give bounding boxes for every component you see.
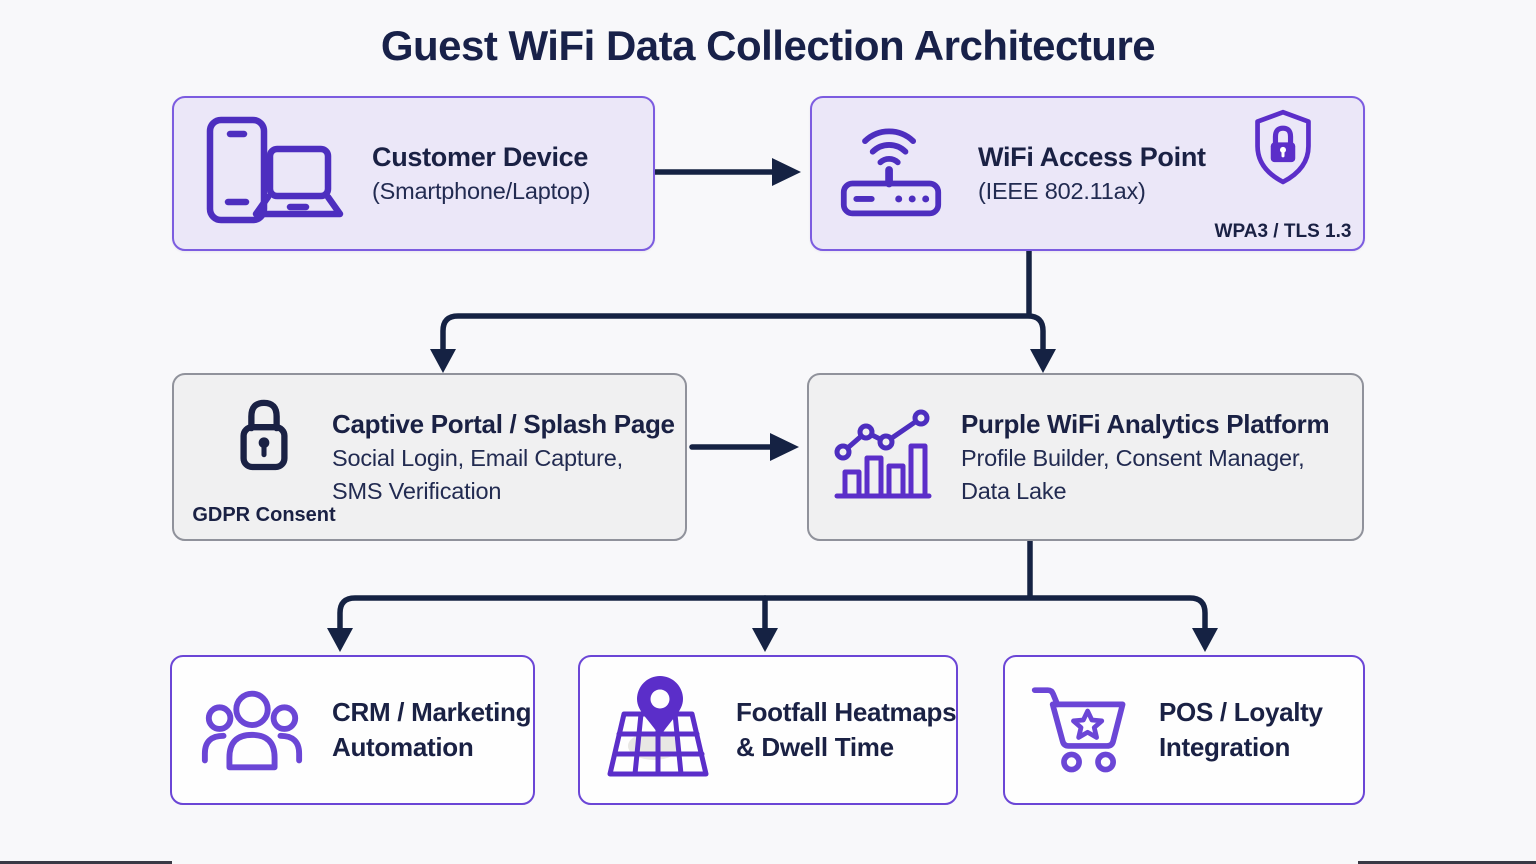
node-title-line1: CRM / Marketing [332, 696, 532, 727]
node-title-line2: Integration [1159, 732, 1291, 762]
padlock-icon [230, 391, 298, 480]
security-badge-label: WPA3 / TLS 1.3 [1214, 221, 1352, 242]
node-customer-device: Customer Device (Smartphone/Laptop) [172, 96, 655, 251]
node-title-line1: Footfall Heatmaps [736, 696, 957, 727]
node-footfall-heatmaps: Footfall Heatmaps & Dwell Time [578, 655, 958, 805]
wifi-router-icon [838, 120, 944, 227]
node-wifi-access-point: WiFi Access Point (IEEE 802.11ax) WPA3 /… [810, 96, 1365, 251]
node-title-line2: & Dwell Time [736, 732, 894, 762]
node-title: Customer Device [372, 141, 589, 172]
node-subtitle-line1: Profile Builder, Consent Manager, [961, 444, 1305, 471]
node-title: WiFi Access Point [978, 141, 1206, 172]
page-title: Guest WiFi Data Collection Architecture [380, 22, 1156, 69]
smartphone-laptop-icon [202, 115, 344, 232]
map-pin-icon [602, 674, 714, 787]
node-subtitle-line1: Social Login, Email Capture, [332, 444, 623, 471]
node-title: Captive Portal / Splash Page [332, 408, 675, 439]
node-title-line2: Automation [332, 732, 474, 762]
node-crm-marketing: CRM / Marketing Automation [170, 655, 535, 805]
gdpr-consent-label: GDPR Consent [192, 504, 336, 526]
node-subtitle-line2: SMS Verification [332, 477, 502, 504]
shield-lock-icon [1250, 108, 1316, 193]
bar-line-chart-icon [833, 408, 933, 507]
node-pos-loyalty: POS / Loyalty Integration [1003, 655, 1365, 805]
security-badge: WPA3 / TLS 1.3 [1213, 108, 1353, 243]
node-subtitle: (IEEE 802.11ax) [978, 178, 1146, 205]
gdpr-consent-block: GDPR Consent [188, 391, 340, 527]
image-bottom-edge-right [1358, 861, 1536, 864]
shopping-cart-star-icon [1029, 680, 1133, 781]
image-bottom-edge-left [0, 861, 172, 864]
node-title: Purple WiFi Analytics Platform [961, 408, 1330, 439]
node-subtitle: (Smartphone/Laptop) [372, 178, 591, 205]
node-title-line1: POS / Loyalty [1159, 696, 1323, 727]
node-subtitle-line2: Data Lake [961, 477, 1067, 504]
node-captive-portal: GDPR Consent Captive Portal / Splash Pag… [172, 373, 687, 541]
people-group-icon [198, 682, 306, 779]
node-analytics-platform: Purple WiFi Analytics Platform Profile B… [807, 373, 1364, 541]
